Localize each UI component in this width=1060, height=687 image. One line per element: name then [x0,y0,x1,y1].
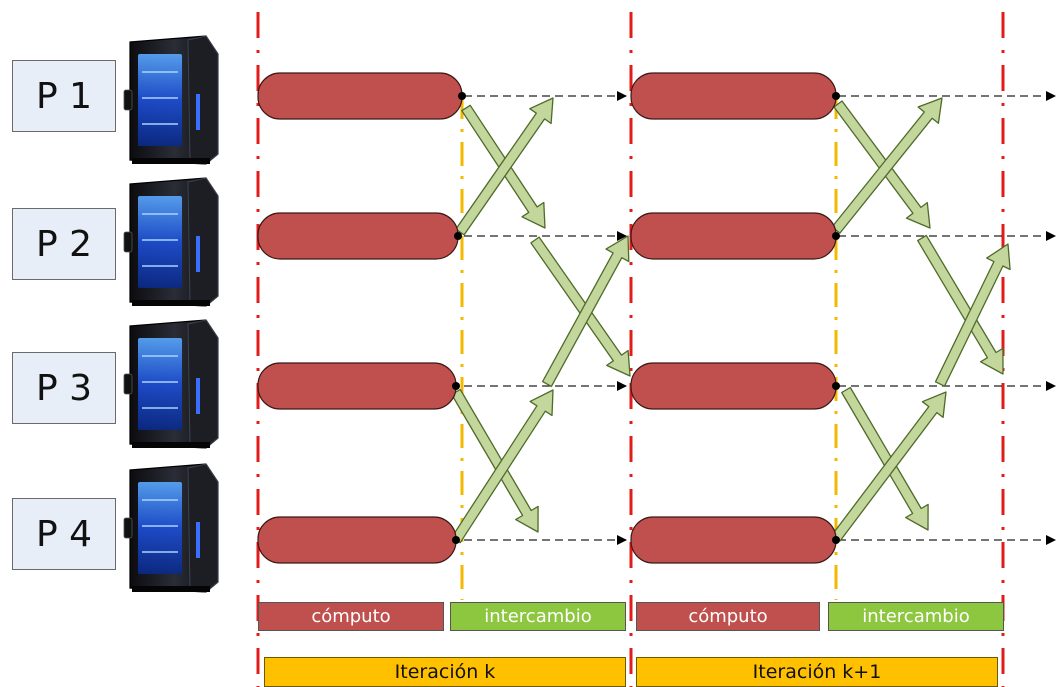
tower-base [132,586,210,592]
exchange-messages [451,97,1011,544]
compute-bar-k-p2 [257,212,459,260]
send-point-k1-p3 [832,382,840,390]
processor-label-p3: P 3 [12,352,116,424]
tower-side-panel [187,319,219,449]
message-k1-p2-to-p3 [917,234,1004,375]
compute-bar-k1-p1 [630,72,837,120]
phase-dividers [460,95,838,600]
tower-led-strip [196,522,200,558]
tower-glow-window [138,338,182,430]
tower-button [123,373,133,395]
computer-tower-icon [123,463,219,593]
tower-led-strip [196,378,200,414]
tower-base [132,300,210,306]
tower-glow-window [138,196,182,288]
timelines [464,91,1056,545]
compute-bar-k1-p3 [630,362,837,410]
compute-bars [257,72,840,564]
compute-bar-k1-p2 [630,212,837,260]
send-point-k1-p4 [832,536,840,544]
message-k1-p2-to-p1 [831,97,943,234]
message-k-p2-to-p1 [455,97,554,236]
tower-glow-window [138,54,182,146]
tower-base [132,158,210,164]
computer-tower-icon [123,177,219,307]
message-k1-p3-to-p4 [841,386,929,531]
iteration-k-box: Iteración k [264,657,626,687]
computer-tower-icon [123,35,219,165]
message-k-p4-to-p3 [451,389,554,544]
tower-side-panel [187,463,219,593]
tower-side-panel [187,35,219,165]
tower-base [132,442,210,448]
send-point-k-p4 [452,536,460,544]
message-k-p3-to-p4 [451,388,539,533]
phase-compute-k1: cómputo [636,602,820,631]
computer-tower-icon [123,319,219,449]
iteration-k1-box: Iteración k+1 [636,657,998,687]
message-k-p3-to-p2 [541,235,630,388]
compute-bar-k-p1 [257,72,463,120]
message-k-p2-to-p3 [530,236,631,377]
tower-side-panel [187,177,219,307]
compute-bar-k-p4 [257,516,457,564]
message-k1-p3-to-p2 [934,243,1011,387]
tower-button [123,517,133,539]
processor-label-p1: P 1 [12,60,116,132]
processor-label-p2: P 2 [12,208,116,280]
computer-towers [123,35,219,593]
phase-exchange-k1: intercambio [828,602,1004,631]
phase-exchange-k: intercambio [450,602,626,631]
send-point-k1-p1 [832,92,840,100]
processor-label-p4: P 4 [12,498,116,570]
send-point-k1-p2 [832,232,840,240]
tower-led-strip [196,236,200,272]
compute-bar-k1-p4 [630,516,837,564]
tower-button [123,231,133,253]
phase-compute-k: cómputo [258,602,444,631]
tower-led-strip [196,94,200,130]
send-point-k-p3 [452,382,460,390]
tower-button [123,89,133,111]
compute-bar-k-p3 [257,362,457,410]
tower-glow-window [138,482,182,574]
message-k1-p4-to-p3 [831,391,947,542]
send-point-k-p1 [458,92,466,100]
send-point-k-p2 [454,232,462,240]
